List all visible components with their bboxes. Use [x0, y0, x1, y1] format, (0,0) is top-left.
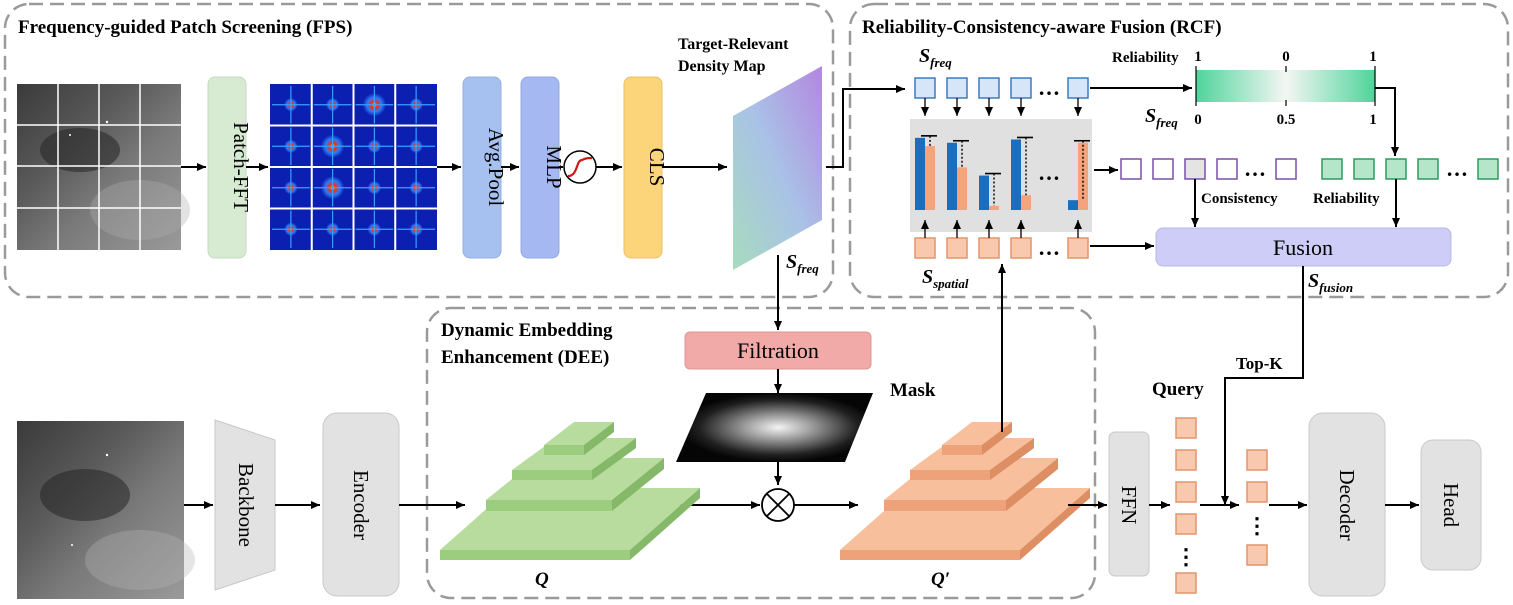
query-label: Query — [1152, 379, 1204, 400]
s-freq-rcf-mid: Sfreq — [1145, 105, 1178, 130]
ellipsis-consistency: … — [1244, 156, 1266, 181]
spatial-score-boxes — [914, 237, 1089, 259]
ffn-label: FFN — [1117, 486, 1141, 525]
spatial-up-arrows — [921, 220, 1082, 238]
freq-score-boxes — [914, 77, 1089, 99]
s-fusion-label: Sfusion — [1308, 270, 1353, 295]
consistency-label: Consistency — [1201, 191, 1278, 207]
rel-scale-bottom-0: 0 — [1194, 112, 1202, 128]
encoder-label: Encoder — [349, 470, 373, 540]
dee-region — [425, 306, 1097, 600]
head-label: Head — [1439, 483, 1463, 528]
s-spatial-label: Sspatial — [922, 266, 969, 291]
reliability-top-label: Reliability — [1112, 50, 1179, 66]
arrow-reliability-down — [1375, 87, 1399, 156]
density-map — [733, 66, 822, 270]
fps-title: Frequency-guided Patch Screening (FPS) — [18, 17, 352, 38]
s-freq-fps: Sfreq — [786, 251, 819, 276]
freq-down-arrows — [921, 98, 1082, 116]
arrow-density-to-rcf — [826, 85, 905, 168]
rel-scale-top-2: 1 — [1369, 49, 1377, 65]
topk-label: Top-K — [1236, 354, 1283, 373]
dee-title-line1: Dynamic Embedding — [441, 320, 613, 341]
reliability-gradient-bar — [1196, 70, 1375, 102]
comparison-bar-chart — [915, 135, 1090, 210]
arrow-fusion-to-topk — [1221, 266, 1304, 505]
query-vdots: ⋮ — [1175, 544, 1197, 569]
bar-series2-2 — [957, 167, 967, 210]
rel-scale-bottom-2: 1 — [1369, 112, 1377, 128]
input-patch-grid-image — [17, 84, 190, 250]
bar-series1-1 — [915, 137, 925, 210]
dee-title-line2: Enhancement (DEE) — [441, 347, 609, 368]
ellipsis-freq: … — [1038, 75, 1060, 100]
bar-series1-5 — [1068, 200, 1078, 210]
s-freq-rcf-top: Sfreq — [919, 45, 952, 70]
density-map-label-line1: Target-Relevant — [678, 36, 789, 53]
mask-label: Mask — [890, 380, 936, 401]
multiply-operator-icon — [761, 488, 795, 522]
rel-scale-top-0: 1 — [1194, 49, 1202, 65]
filtration-label: Filtration — [737, 338, 819, 363]
head-block — [1420, 439, 1482, 571]
consistency-boxes — [1120, 158, 1297, 180]
ellipsis-spatial: … — [1038, 235, 1060, 260]
bar-series1-3 — [979, 175, 989, 210]
q-prime-feature-pyramid — [840, 422, 1090, 560]
bar-series1-2 — [947, 142, 957, 210]
rcf-title: Reliability-Consistency-aware Fusion (RC… — [862, 17, 1222, 38]
rcf-region — [848, 2, 1510, 299]
density-map-label-line2: Density Map — [678, 58, 766, 75]
query-boxes — [1175, 417, 1197, 594]
fps-region — [3, 2, 835, 299]
q-prime-label: Q′ — [931, 569, 950, 590]
fusion-label: Fusion — [1273, 235, 1333, 260]
rel-scale-bottom-1: 0.5 — [1277, 112, 1296, 128]
selected-query-boxes — [1246, 449, 1268, 566]
q-label: Q — [535, 569, 549, 590]
q-feature-pyramid — [440, 422, 700, 560]
ellipsis-chart: … — [1038, 160, 1060, 185]
sigmoid-icon — [563, 150, 597, 184]
bar-series2-1 — [925, 146, 935, 210]
selected-vdots: ⋮ — [1246, 513, 1268, 538]
decoder-label: Decoder — [1335, 469, 1359, 540]
comparison-chart-bg — [910, 119, 1092, 232]
backbone-block — [214, 419, 276, 591]
rel-scale-top-1: 0 — [1282, 49, 1290, 65]
bar-series2-4 — [1021, 195, 1031, 210]
reliability-boxes — [1321, 158, 1499, 180]
ellipsis-reliability: … — [1446, 156, 1468, 181]
bar-series1-4 — [1011, 139, 1021, 210]
fft-spectrum-grid — [270, 84, 437, 250]
bar-series2-3 — [989, 205, 999, 210]
mask-image — [676, 393, 873, 462]
backbone-label: Backbone — [234, 463, 258, 547]
input-image — [17, 421, 195, 599]
reliability-bottom-label: Reliability — [1313, 191, 1380, 207]
bar-series2-5 — [1078, 142, 1088, 210]
